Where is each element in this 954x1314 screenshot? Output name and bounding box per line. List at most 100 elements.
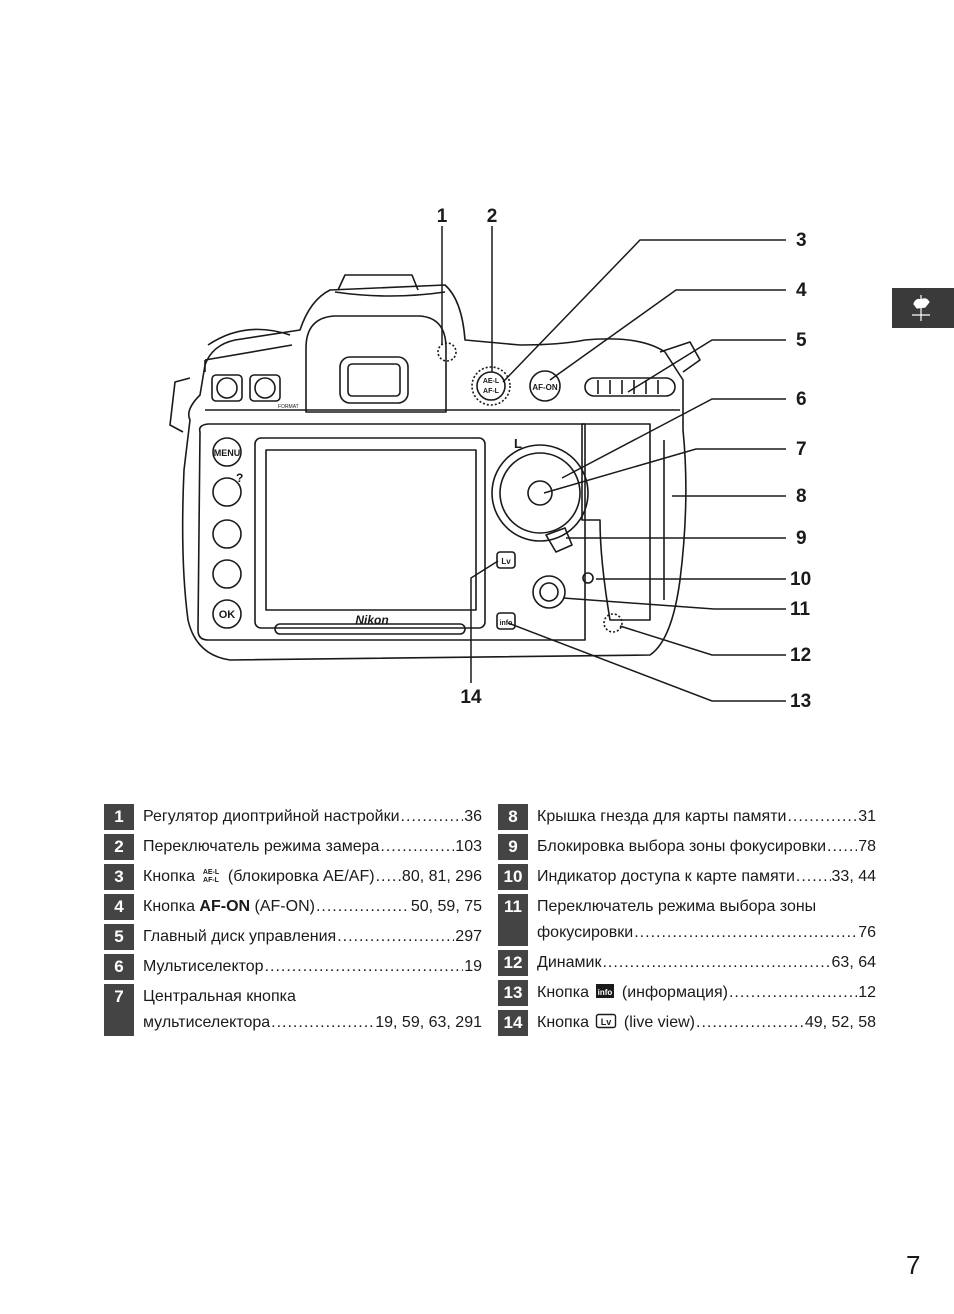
multi-selector[interactable] <box>491 444 589 542</box>
dot-leader <box>696 1010 804 1036</box>
row-number: 13 <box>498 980 528 1006</box>
part-description: Кнопка info (информация) <box>537 980 728 1006</box>
page-reference: 36 <box>464 808 482 825</box>
live-view-icon: Lv <box>596 1013 617 1029</box>
svg-text:info: info <box>598 988 613 997</box>
callout-1: 1 <box>437 206 448 227</box>
row-body: Кнопка AF-ON (AF-ON)50, 59, 75 <box>134 894 482 920</box>
dot-leader <box>380 834 454 860</box>
dot-leader <box>337 924 454 950</box>
button-name: AF-ON <box>199 898 251 915</box>
description-text: Индикатор доступа к карте памяти <box>537 868 795 885</box>
live-view-button[interactable] <box>496 551 516 569</box>
menu-button[interactable] <box>212 437 242 467</box>
metering-dial[interactable] <box>471 366 511 406</box>
thumbnail-button[interactable] <box>212 519 242 549</box>
lock-l-mark: L <box>514 436 522 451</box>
part-description: Динамик <box>537 950 601 976</box>
ok-button[interactable] <box>212 599 242 629</box>
row-number: 5 <box>104 924 134 950</box>
part-description: Крышка гнезда для карты памяти <box>537 804 786 830</box>
row-number: 14 <box>498 1010 528 1036</box>
row-line: Главный диск управления 297 <box>143 924 482 950</box>
help-mark: ? <box>236 471 243 485</box>
dot-leader <box>827 834 857 860</box>
row-line: Регулятор диоптрийной настройки 36 <box>143 804 482 830</box>
main-command-dial[interactable] <box>584 377 676 397</box>
row-line: Кнопка AE-LAF-L (блокировка AE/AF)80, 81… <box>143 864 482 890</box>
row-line: Переключатель режима замера 103 <box>143 834 482 860</box>
callout-12: 12 <box>790 645 811 666</box>
page-reference: 19 <box>464 958 482 975</box>
row-body: Переключатель режима замера 103 <box>134 834 482 860</box>
row-body: Крышка гнезда для карты памяти31 <box>528 804 876 830</box>
row-number: 3 <box>104 864 134 890</box>
description-text: Блокировка выбора зоны фокусировки <box>537 838 827 855</box>
page-reference: 19, 59, 63, 291 <box>375 1014 482 1031</box>
section-tab <box>892 288 954 328</box>
ael-label: AE-L <box>483 378 500 385</box>
row-line: Кнопка Lv (live view)49, 52, 58 <box>537 1010 876 1036</box>
description-text: (live view) <box>623 1014 695 1031</box>
description-text: Крышка гнезда для карты памяти <box>537 808 787 825</box>
description-text: (блокировка AE/AF) <box>227 868 375 885</box>
lcd-screen <box>265 449 477 611</box>
callout-9: 9 <box>796 528 807 549</box>
description-text: Переключатель режима замера <box>143 838 380 855</box>
page-reference: 297 <box>455 928 482 945</box>
part-description: Главный диск управления <box>143 924 336 950</box>
description-prefix: Кнопка <box>143 898 195 915</box>
page-reference: 76 <box>858 924 876 941</box>
info-button[interactable] <box>496 612 516 630</box>
row-number: 10 <box>498 864 528 890</box>
row-line: Крышка гнезда для карты памяти31 <box>537 804 876 830</box>
camera-body-outline <box>181 284 687 661</box>
ok-label: OK <box>219 609 236 621</box>
parts-row-6: 6Мультиселектор19 <box>104 954 482 980</box>
page-reference: 103 <box>455 838 482 855</box>
row-line: Динамик63, 64 <box>537 950 876 976</box>
ael-afl-button[interactable] <box>476 371 506 401</box>
page-reference: 12 <box>858 984 876 1001</box>
dot-leader <box>401 804 464 830</box>
info-label: info <box>500 620 513 627</box>
part-description: Регулятор диоптрийной настройки <box>143 804 400 830</box>
diopter-knob[interactable] <box>437 342 457 362</box>
row-number: 4 <box>104 894 134 920</box>
row-line: Мультиселектор19 <box>143 954 482 980</box>
af-on-button[interactable] <box>529 370 561 402</box>
part-description: Переключатель режима выбора зоны <box>537 894 816 920</box>
parts-row-2: 2 Переключатель режима замера 103 <box>104 834 482 860</box>
description-text: (AF-ON) <box>254 898 315 915</box>
row-number: 8 <box>498 804 528 830</box>
dot-leader <box>271 1010 374 1036</box>
multi-selector-center[interactable] <box>527 480 553 506</box>
card-slot-cover <box>581 423 651 621</box>
focus-selector-lock[interactable] <box>545 527 573 553</box>
description-prefix: Кнопка <box>143 868 195 885</box>
description-text: Центральная кнопка <box>143 988 296 1005</box>
callout-10: 10 <box>790 569 811 590</box>
row-line: мультиселектора19, 59, 63, 291 <box>143 1010 482 1036</box>
page-number: 7 <box>906 1250 921 1280</box>
row-body: Динамик63, 64 <box>528 950 876 976</box>
row-line: Блокировка выбора зоны фокусировки78 <box>537 834 876 860</box>
svg-text:Lv: Lv <box>601 1017 612 1027</box>
zoom-button[interactable] <box>212 559 242 589</box>
nikon-logo: Nikon <box>355 613 388 627</box>
parts-row-5: 5 Главный диск управления 297 <box>104 924 482 950</box>
row-number: 2 <box>104 834 134 860</box>
row-body: Кнопка AE-LAF-L (блокировка AE/AF)80, 81… <box>134 864 482 890</box>
row-line: Кнопка info (информация) 12 <box>537 980 876 1006</box>
part-description: Индикатор доступа к карте памяти <box>537 864 795 890</box>
dot-leader <box>316 894 410 920</box>
focus-area-selector[interactable] <box>532 575 566 609</box>
protect-button[interactable] <box>212 477 242 507</box>
row-body: Блокировка выбора зоны фокусировки78 <box>528 834 876 860</box>
camera-back-diagram: MENU OK AF-ON AE-L AF-L Nikon Lv info L … <box>169 206 811 712</box>
callout-14: 14 <box>460 687 482 708</box>
